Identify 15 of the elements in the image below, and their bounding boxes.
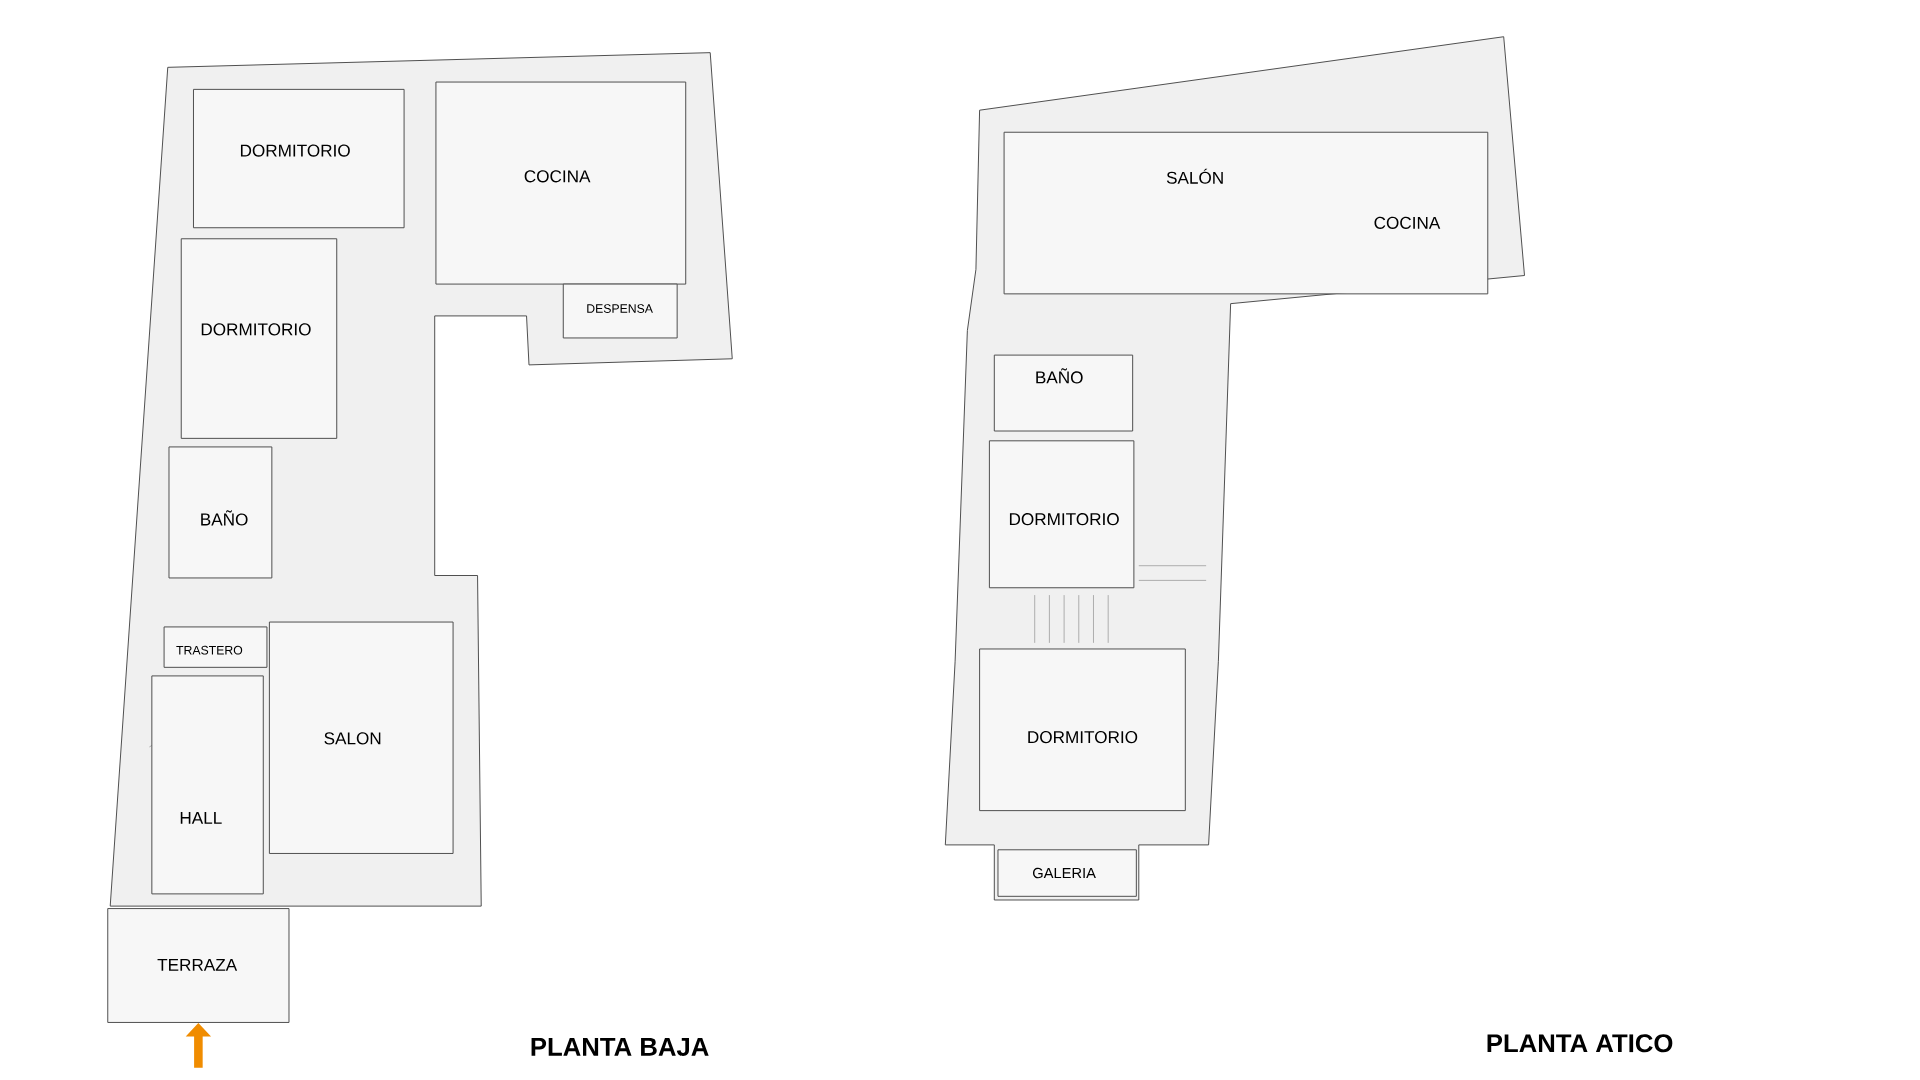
- room: SALON: [268, 621, 454, 854]
- room: DORMITORIO: [988, 440, 1135, 589]
- room: GALERIA: [997, 849, 1137, 897]
- room: BAÑO: [168, 446, 273, 579]
- room: DESPENSA: [562, 283, 678, 339]
- room: HALL: [151, 675, 264, 895]
- room: DORMITORIO: [193, 88, 405, 229]
- room: DORMITORIO: [180, 238, 338, 439]
- room: TRASTERO: [163, 626, 268, 668]
- floor-title: PLANTA BAJA: [531, 1037, 709, 1056]
- room: DORMITORIO: [979, 648, 1186, 812]
- room: SALÓN COCINA: [1003, 131, 1489, 295]
- room: TERRAZA: [107, 908, 290, 1023]
- floor-title: PLANTA ATICO: [1487, 1034, 1673, 1053]
- room: BAÑO: [993, 354, 1134, 432]
